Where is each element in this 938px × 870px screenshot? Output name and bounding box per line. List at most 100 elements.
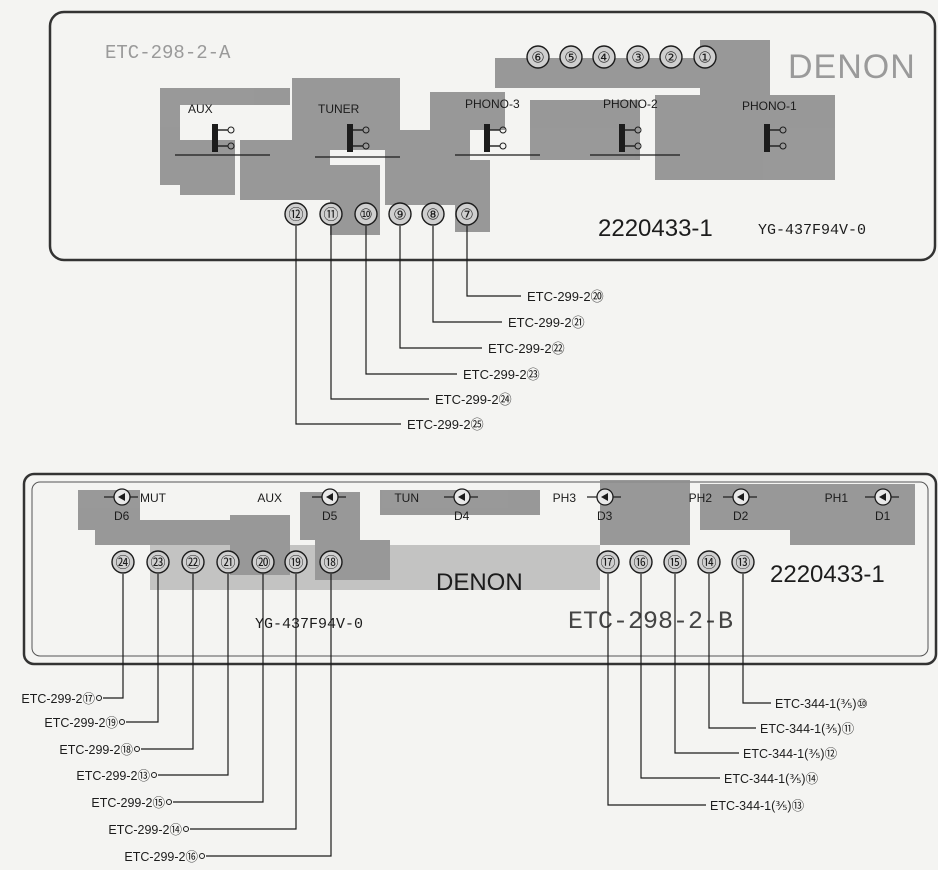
leader-line (103, 574, 124, 699)
switch-phono-2: PHONO-2 (603, 97, 658, 152)
copper-region (292, 78, 400, 150)
switch-body (619, 124, 625, 152)
led-ref: D3 (597, 509, 613, 523)
terminal-circle (693, 45, 717, 69)
board-a: ETC-298-2-A DENON 2220433-1 YG-437F94V-0… (48, 10, 937, 262)
switch-node (779, 142, 787, 150)
terminal-number: ⑱ (323, 555, 338, 572)
leader-line (708, 574, 756, 729)
terminal-pad: ⑤ (559, 45, 583, 69)
terminal-pad: ⑮ (663, 550, 687, 574)
terminal-circle (659, 45, 683, 69)
terminal-circle (251, 550, 275, 574)
terminal-number: ⑭ (701, 555, 716, 572)
terminal-pad: ⑦ (455, 202, 479, 226)
terminal-circle (663, 550, 687, 574)
connection-label: ETC-344-1(⅗)⑬ (710, 799, 805, 813)
connection-label: ETC-299-2㉑ (508, 315, 585, 330)
connection-label: ETC-299-2⑳ (527, 289, 604, 304)
led-arrow (879, 493, 886, 501)
switch-body (347, 124, 353, 152)
terminal-pad: ② (659, 45, 683, 69)
terminal-circle (284, 202, 308, 226)
connection-7: ETC-299-2⑳ (466, 226, 604, 304)
switch-body (212, 124, 218, 152)
terminal-circle (181, 550, 205, 574)
board-b-label: ETC-298-2-B (568, 607, 733, 636)
switch-label: PHONO-1 (742, 99, 797, 113)
led-ref: D5 (322, 509, 338, 523)
connection-label: ETC-299-2⑰ (21, 692, 95, 706)
terminal-pad: ① (693, 45, 717, 69)
terminal-number: ㉓ (150, 555, 165, 572)
board-b-brand: DENON (436, 569, 523, 596)
terminal-number: ⑦ (460, 207, 473, 224)
led-label: PH1 (825, 491, 849, 505)
left-connection: ETC-299-2⑬ (76, 574, 229, 783)
led-label: PH3 (553, 491, 577, 505)
board-b-inner-outline (31, 481, 929, 657)
terminal-number: ⑤ (564, 50, 577, 67)
connection-label: ETC-299-2⑯ (124, 850, 198, 864)
terminal-circle (421, 202, 445, 226)
left-connection: ETC-299-2⑰ (21, 574, 124, 706)
copper-region (700, 484, 800, 530)
terminal-circle (559, 45, 583, 69)
left-connection: ETC-299-2⑯ (124, 574, 332, 864)
terminal-pad: ㉑ (216, 550, 240, 574)
connection-11: ETC-299-2㉔ (330, 226, 512, 407)
terminal-number: ⑮ (667, 555, 682, 572)
switch-label: TUNER (318, 102, 360, 116)
led-arrow (601, 493, 608, 501)
terminal-circle (284, 550, 308, 574)
terminal-number: ⑲ (288, 555, 303, 572)
left-connection: ETC-299-2⑱ (59, 574, 194, 757)
terminal-number: ④ (597, 50, 610, 67)
terminal-number: ⑩ (359, 207, 372, 224)
copper-region (330, 165, 380, 235)
switch-body (484, 124, 490, 152)
leader-line (295, 226, 401, 425)
leader-end (166, 799, 172, 805)
terminal-circle (388, 202, 412, 226)
terminal-pad: ㉔ (111, 550, 135, 574)
right-connection: ETC-344-1(⅗)⑬ (607, 574, 805, 813)
terminal-number: ① (698, 50, 711, 67)
switch-node (362, 142, 370, 150)
terminal-pad: ㉓ (146, 550, 170, 574)
switch-node (499, 126, 507, 134)
terminal-pad: ⑳ (251, 550, 275, 574)
copper-region (655, 95, 835, 180)
terminal-pad: ⑨ (388, 202, 412, 226)
terminal-pad: ⑰ (596, 550, 620, 574)
terminal-circle (731, 550, 755, 574)
switch-node (362, 126, 370, 134)
terminal-pad: ⑯ (629, 550, 653, 574)
terminal-pad: ⑭ (697, 550, 721, 574)
connection-label: ETC-344-1(⅗)⑪ (760, 722, 855, 736)
leader-line (674, 574, 739, 754)
switch-phono-1: PHONO-1 (742, 99, 797, 152)
terminal-number: ⑯ (633, 555, 648, 572)
copper-region (180, 140, 235, 195)
terminal-number: ⑪ (323, 207, 338, 224)
terminal-circle (592, 45, 616, 69)
leader-line (365, 226, 457, 375)
terminal-number: ⑬ (735, 555, 750, 572)
terminal-number: ② (664, 50, 677, 67)
led-arrow (458, 493, 465, 501)
terminal-number: ㉔ (115, 555, 130, 572)
terminal-number: ⑧ (426, 207, 439, 224)
terminal-pad: ⑬ (731, 550, 755, 574)
switch-tuner: TUNER (318, 102, 370, 152)
copper-region (700, 40, 770, 100)
led-label: MUT (140, 491, 167, 505)
right-connection: ETC-344-1(⅗)⑪ (708, 574, 855, 736)
